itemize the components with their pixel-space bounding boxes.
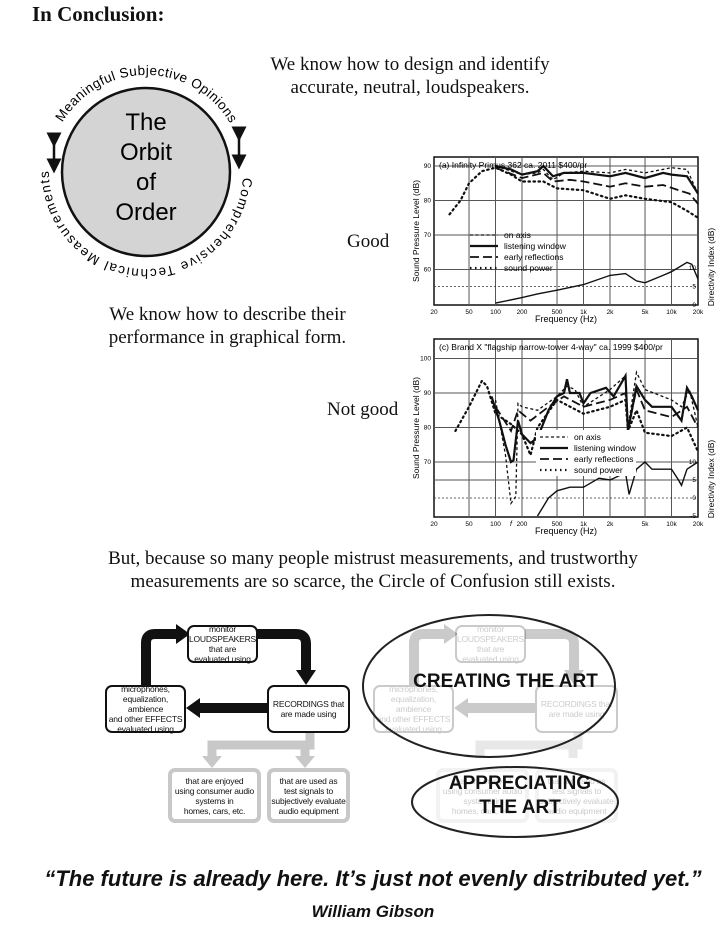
describe-statement: We know how to describe their performanc… [108,304,347,348]
effects-box: microphones, equalization, ambience and … [105,684,186,734]
chart-annotation: f [510,521,513,528]
y2-tick-label: -5 [690,513,696,520]
x-tick-label: 500 [552,309,563,316]
series-sound-power [448,166,700,219]
y2-tick-label: 0 [692,495,696,502]
x-tick-label: 5k [642,309,650,316]
x-tick-label: 50 [465,309,473,316]
x-tick-label: 10k [666,521,677,528]
y-tick-label: 90 [424,390,432,397]
faded-cycle-arrows [409,624,584,758]
plot-frame [433,156,699,306]
series-listening-window [490,371,700,464]
x-tick-label: 20 [430,309,438,316]
orbit-line: Orbit [120,139,172,166]
x-tick-label: 50 [465,521,473,528]
legend-label: early reflections [574,454,634,464]
x-tick-label: 5k [642,521,650,528]
orbit-line: of [136,169,156,196]
series-directivity-index [536,461,699,517]
y-axis-label: Sound Pressure Level (dB) [411,180,421,282]
x-axis-label: Frequency (Hz) [535,314,597,324]
orbit-line: The [125,109,166,136]
legend-label: on axis [574,432,601,442]
monitor-loudspeakers-box: monitor LOUDSPEAKERS that are evaluated … [187,624,258,664]
art-ellipses [362,614,619,838]
y-tick-label: 100 [420,356,431,363]
legend-background [536,430,636,476]
y2-tick-label: 5 [692,477,696,484]
y-tick-label: 90 [424,163,432,170]
y2-axis-label: Directivity Index (dB) [706,228,716,307]
legend-label: sound power [504,263,553,273]
series-on-axis [494,370,699,506]
x-axis-label: Frequency (Hz) [535,526,597,536]
chart-title: (c) Brand X "flagship narrow-tower 4-way… [439,342,663,352]
y2-tick-label: 10 [689,459,697,466]
y-tick-label: 70 [424,232,432,239]
x-tick-label: 100 [490,521,501,528]
not-good-label: Not good [327,399,399,420]
cycle-arrows [141,624,316,768]
series-listening-window [495,164,699,195]
creating-the-art-label: CREATING THE ART [413,671,598,692]
series-early-reflections [495,166,699,205]
y2-tick-label: 0 [692,302,696,309]
legend-label: listening window [574,443,637,453]
y2-tick-label: 10 [689,265,697,272]
y-tick-label: 70 [424,459,432,466]
y2-tick-label: 5 [692,284,696,291]
legend-label: listening window [504,241,567,251]
x-tick-label: 200 [517,309,528,316]
y-tick-label: 80 [424,425,432,432]
faded-enjoyed-box: that are enjoyed using consumer audio sy… [436,768,529,823]
good-label: Good [347,231,390,252]
x-tick-label: 1k [580,521,588,528]
x-tick-label: 100 [490,309,501,316]
faded-test-box: that are used as test signals to subject… [535,768,618,823]
y-axis-label: Sound Pressure Level (dB) [411,377,421,479]
x-tick-label: 20k [693,309,704,316]
x-tick-label: 20k [693,521,704,528]
faded-recordings-box: RECORDINGS that are made using [535,685,618,733]
page-title: In Conclusion: [32,2,165,26]
design-statement: We know how to design and identify accur… [270,54,550,98]
faded-effects-box: microphones, equalization, ambience and … [373,684,454,734]
legend-label: sound power [574,465,623,475]
orbit-circle [60,86,232,258]
x-tick-label: 20 [430,521,438,528]
chart-title: (a) Infinity Primus 362 ca. 2011 $400/pr [439,160,587,170]
x-tick-label: 2k [607,521,615,528]
diagram-arrows [141,624,584,768]
y-tick-label: 80 [424,198,432,205]
x-tick-label: 1k [580,309,588,316]
test-signals-box: that are used as test signals to subject… [267,768,350,823]
x-tick-label: 10k [666,309,677,316]
x-tick-label: 500 [552,521,563,528]
orbit-line: Order [115,199,176,226]
creating-ellipse [362,614,616,758]
x-tick-label: 2k [607,309,615,316]
orbit-of-order-diagram: Meaningful Subjective Opinions Comprehen… [37,63,255,281]
y2-axis-label: Directivity Index (dB) [706,440,716,519]
x-tick-label: 200 [517,521,528,528]
appreciating-ellipse [411,766,619,838]
legend-label: on axis [504,230,531,240]
quote: “The future is already here. It’s just n… [44,866,702,891]
series-sound-power [454,379,700,459]
quote-author: William Gibson [311,902,435,921]
enjoyed-box: that are enjoyed using consumer audio sy… [168,768,261,823]
appreciating-the-art-label: APPRECIATING THE ART [448,773,592,818]
y-tick-label: 60 [424,267,432,274]
faded-monitor-box: monitor LOUDSPEAKERS that are evaluated … [455,624,526,664]
recordings-box: RECORDINGS that are made using [267,685,350,733]
mistrust-statement: But, because so many people mistrust mea… [108,548,638,592]
series-directivity-index [495,261,699,304]
legend-label: early reflections [504,252,564,262]
series-early-reflections [494,386,699,433]
